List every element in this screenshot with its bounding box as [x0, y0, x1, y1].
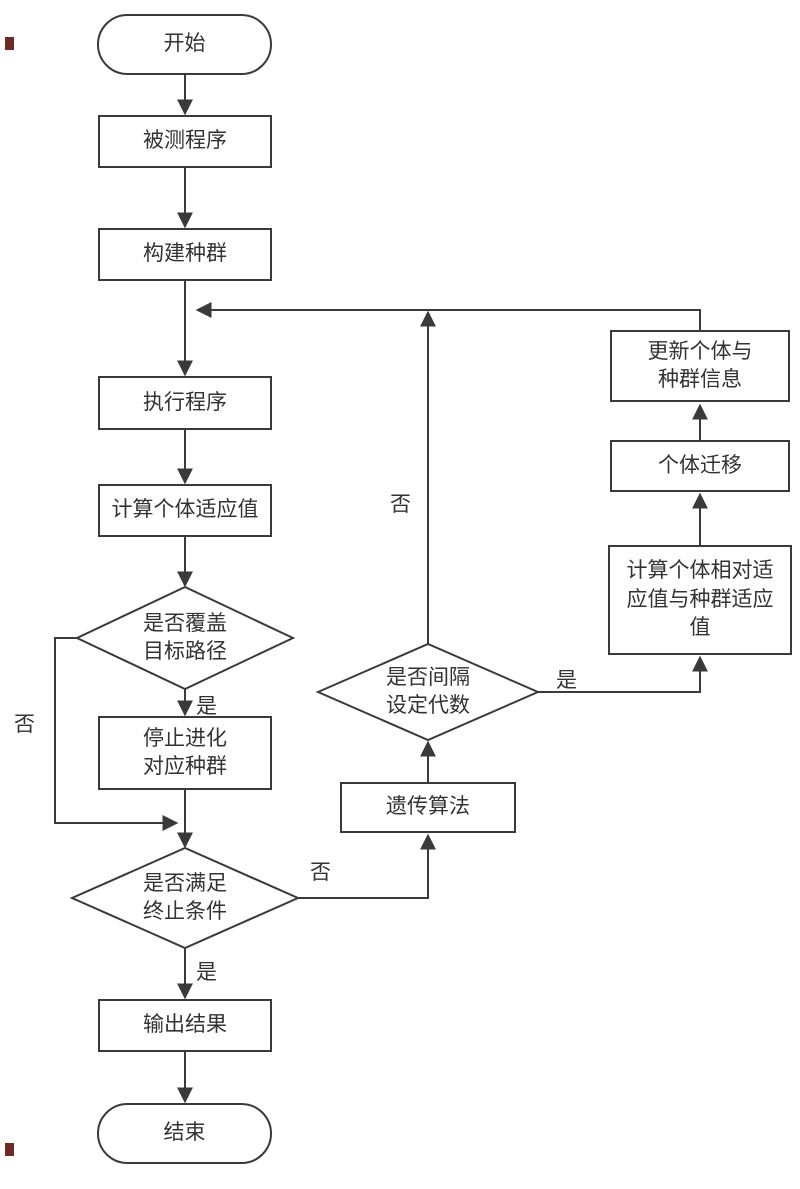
node-build-population: 构建种群 — [98, 228, 272, 281]
connector-update-info-to-main-loop — [195, 302, 701, 330]
edge-label-terminate-yes: 是 — [196, 961, 217, 984]
node-execute-program-label: 执行程序 — [143, 390, 227, 414]
terminate-decision-shape — [69, 846, 301, 950]
connector-terminate-decision-no-to-genetic — [298, 833, 436, 899]
node-calc-relative-fitness-label: 计算个体相对适 应值与种群适应 值 — [626, 559, 774, 640]
node-end-label: 结束 — [163, 1121, 206, 1145]
connector-interval-decision-yes-to-calc-relative — [538, 655, 708, 693]
node-output-result-label: 输出结果 — [143, 1013, 227, 1037]
edge-label-interval-yes: 是 — [556, 669, 577, 692]
connector-cover-decision-no-loop — [54, 637, 179, 831]
edge-label-cover-no: 否 — [14, 713, 35, 736]
node-build-population-label: 构建种群 — [143, 242, 227, 266]
node-start-label: 开始 — [163, 32, 206, 56]
node-update-info-label: 更新个体与 种群信息 — [647, 339, 753, 391]
cover-decision-shape — [74, 585, 296, 691]
edge-label-cover-yes: 是 — [196, 695, 217, 718]
node-output-result: 输出结果 — [98, 999, 272, 1052]
node-calc-fitness: 计算个体适应值 — [98, 484, 272, 537]
node-genetic-algorithm: 遗传算法 — [340, 782, 516, 833]
node-end: 结束 — [97, 1103, 272, 1164]
node-tested-program-label: 被测程序 — [143, 129, 227, 153]
node-stop-evolution-label: 停止进化 对应种群 — [143, 726, 227, 778]
node-calc-relative-fitness: 计算个体相对适 应值与种群适应 值 — [608, 545, 792, 655]
interval-decision-shape — [315, 642, 541, 742]
node-tested-program: 被测程序 — [98, 115, 272, 168]
node-execute-program: 执行程序 — [98, 376, 272, 430]
node-migration: 个体迁移 — [610, 440, 790, 492]
node-stop-evolution: 停止进化 对应种群 — [98, 716, 272, 790]
node-update-info: 更新个体与 种群信息 — [610, 330, 790, 402]
edge-label-terminate-no: 否 — [310, 861, 331, 884]
edge-label-interval-no: 否 — [390, 493, 411, 516]
node-start: 开始 — [97, 14, 272, 75]
scan-artifact-bottom — [5, 1143, 14, 1156]
scan-artifact-top — [5, 37, 14, 50]
node-genetic-algorithm-label: 遗传算法 — [386, 795, 470, 819]
node-migration-label: 个体迁移 — [658, 453, 742, 477]
node-calc-fitness-label: 计算个体适应值 — [111, 498, 259, 522]
